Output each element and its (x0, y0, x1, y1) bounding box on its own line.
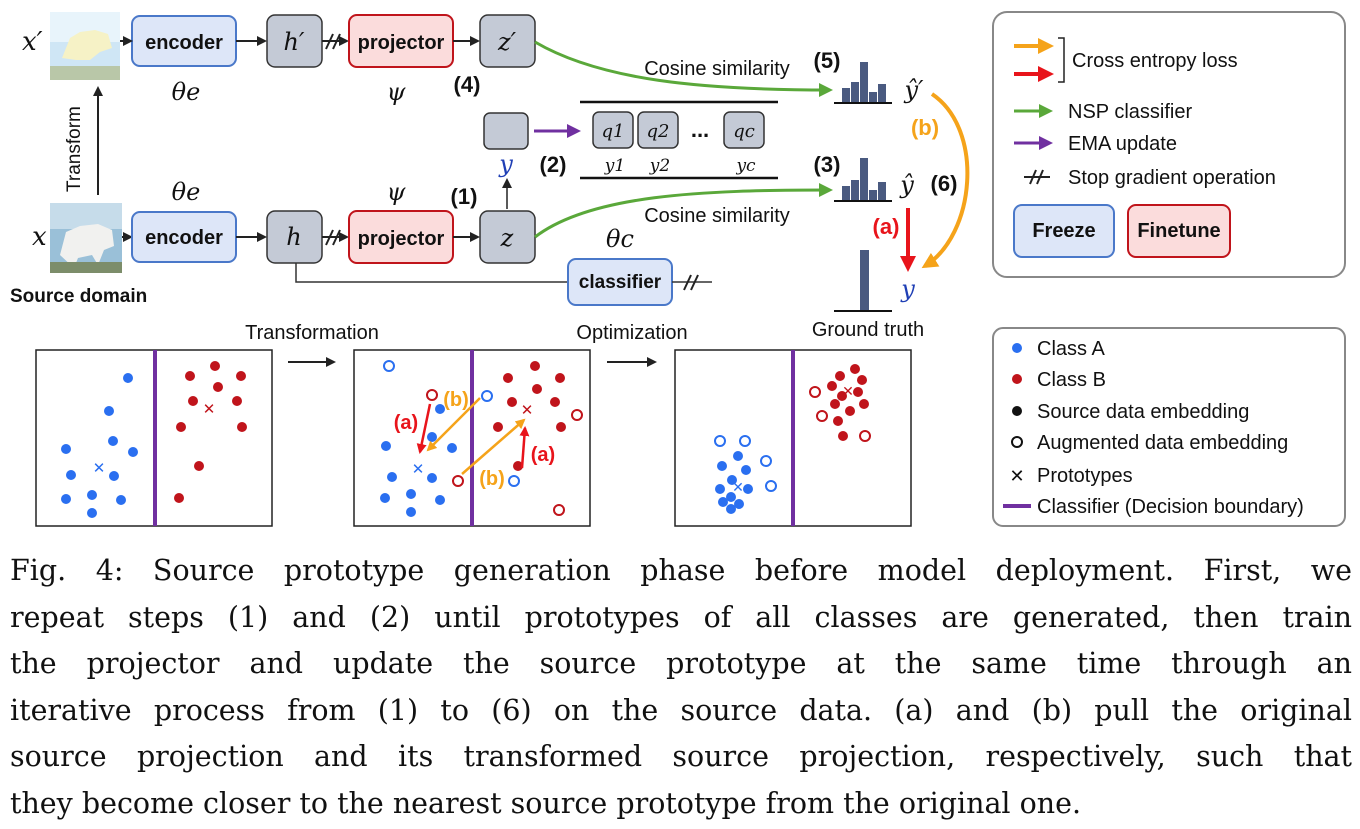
prototype-q1-label: q1 (602, 121, 625, 142)
input-x-prime: x′ (22, 27, 43, 57)
legend-nsp: NSP classifier (1068, 101, 1192, 123)
encoder-top-label: encoder (145, 32, 223, 54)
panel-2-points: ✕ ✕ (380, 360, 583, 517)
stop-gradient-icon (325, 229, 341, 246)
stop-gradient-icon (1024, 169, 1050, 185)
figure-caption: Fig. 4: Source prototype generation phas… (10, 548, 1352, 827)
encoder-top-param: θe (172, 78, 201, 106)
prototype-y2-label: y2 (649, 156, 670, 176)
legend-cross-entropy: Cross entropy loss (1072, 50, 1238, 72)
stop-gradient-icon (683, 274, 699, 291)
svg-text:✕: ✕ (521, 402, 534, 419)
prototype-qc-box (723, 111, 765, 149)
legend-class-a: Class A (1037, 338, 1105, 360)
projector-top-param: ψ (387, 78, 407, 106)
encoder-bottom-param: θe (172, 178, 201, 206)
classifier-param: θc (606, 225, 634, 253)
legend-source-embedding: Source data embedding (1037, 401, 1249, 423)
step-b-label: (b) (911, 115, 939, 140)
prototype-q2-box (637, 111, 679, 149)
prototype-y1-label: y1 (604, 156, 625, 176)
panel-a-label-2: (a) (531, 444, 555, 466)
legend-ema: EMA update (1068, 133, 1177, 155)
caption-line: source projection and its transformed so… (10, 740, 1352, 773)
svg-text:✕: ✕ (203, 401, 216, 418)
source-domain-label: Source domain (10, 286, 147, 307)
step-a-label: (a) (873, 214, 900, 239)
step-4-label: (4) (454, 72, 481, 97)
h-prime-label: h′ (284, 28, 305, 56)
caption-line: the projector and update the source prot… (10, 647, 1352, 680)
legend-augmented-embedding: Augmented data embedding (1037, 432, 1288, 454)
svg-text:✕: ✕ (412, 461, 425, 478)
y-hat-label: ŷ (899, 171, 914, 199)
h-label: h (286, 223, 301, 251)
z-prime-label: z′ (497, 28, 517, 56)
svg-text:✕: ✕ (93, 460, 106, 477)
finetune-swatch (1127, 204, 1231, 258)
caption-line: iterative process from (1) to (6) on the… (10, 693, 1352, 727)
legend-bottom-box (992, 327, 1346, 527)
panel-1-points: ✕ ✕ (61, 361, 247, 518)
class-b-dot-icon (1012, 374, 1022, 384)
legend-stop-gradient: Stop gradient operation (1068, 167, 1276, 189)
z-prime-box (479, 14, 536, 68)
step-1-label: (1) (451, 184, 478, 209)
finetune-label: Finetune (1137, 220, 1220, 242)
cosine-bottom-label: Cosine similarity (644, 205, 790, 227)
histogram-ground-truth (860, 250, 869, 310)
prototype-q1-box (592, 111, 634, 149)
prototype-ellipsis: ... (691, 117, 709, 142)
histogram-y-hat-prime (842, 62, 886, 102)
step-2-label: (2) (540, 152, 567, 177)
legend-prototypes: Prototypes (1037, 465, 1133, 487)
panel-3-points: ✕ ✕ (714, 364, 871, 514)
transformed-image (50, 12, 120, 80)
ground-truth-label: Ground truth (812, 319, 924, 341)
panel-b-label-1: (b) (443, 389, 469, 411)
classifier-label: classifier (579, 272, 662, 293)
histogram-y-hat (842, 158, 886, 200)
z-label: z (500, 224, 514, 252)
step-3-label: (3) (814, 152, 841, 177)
projector-top-label: projector (358, 32, 445, 54)
freeze-label: Freeze (1032, 220, 1095, 242)
legend-class-b: Class B (1037, 369, 1106, 391)
projector-bottom-param: ψ (387, 178, 407, 206)
figure-diagram: x′ encoder θe h′ projector ψ z′ (4) Cosi… (10, 11, 1346, 527)
projector-bottom-label: projector (358, 228, 445, 250)
optimization-label: Optimization (576, 322, 687, 344)
panel-b-label-2: (b) (479, 468, 505, 490)
y-box (483, 112, 529, 150)
y-truth-label: y (900, 275, 915, 303)
caption-line: Fig. 4: Source prototype generation phas… (10, 554, 1352, 587)
cosine-top-label: Cosine similarity (644, 58, 790, 80)
caption-line: they become closer to the nearest source… (10, 786, 1082, 820)
prototype-x-icon: ✕ (1009, 466, 1024, 486)
encoder-bottom-label: encoder (145, 227, 223, 249)
source-image (50, 203, 122, 273)
cross-entropy-arrows-icon (1014, 37, 1065, 83)
source-embedding-dot-icon (1012, 406, 1022, 416)
svg-text:✕: ✕ (842, 383, 854, 399)
step-6-label: (6) (931, 171, 958, 196)
input-x: x (32, 222, 47, 252)
augmented-embedding-circle-icon (1011, 436, 1023, 448)
y-label: y (498, 150, 513, 178)
class-a-dot-icon (1012, 343, 1022, 353)
caption-line: repeat steps (1) and (2) until prototype… (10, 600, 1352, 634)
step-5-label: (5) (814, 48, 841, 73)
prototype-q2-label: q2 (647, 121, 670, 142)
svg-text:✕: ✕ (732, 479, 744, 495)
prototype-qc-label: qc (733, 121, 755, 142)
freeze-swatch (1013, 204, 1115, 258)
stop-gradient-icon (325, 33, 341, 50)
prototype-yc-label: yc (735, 156, 756, 176)
transform-label: Transform (64, 106, 85, 192)
y-hat-prime-label: ŷ′ (903, 76, 924, 104)
panel-a-label-1: (a) (394, 412, 418, 434)
transformation-label: Transformation (245, 322, 379, 344)
legend-classifier-boundary: Classifier (Decision boundary) (1037, 496, 1304, 518)
